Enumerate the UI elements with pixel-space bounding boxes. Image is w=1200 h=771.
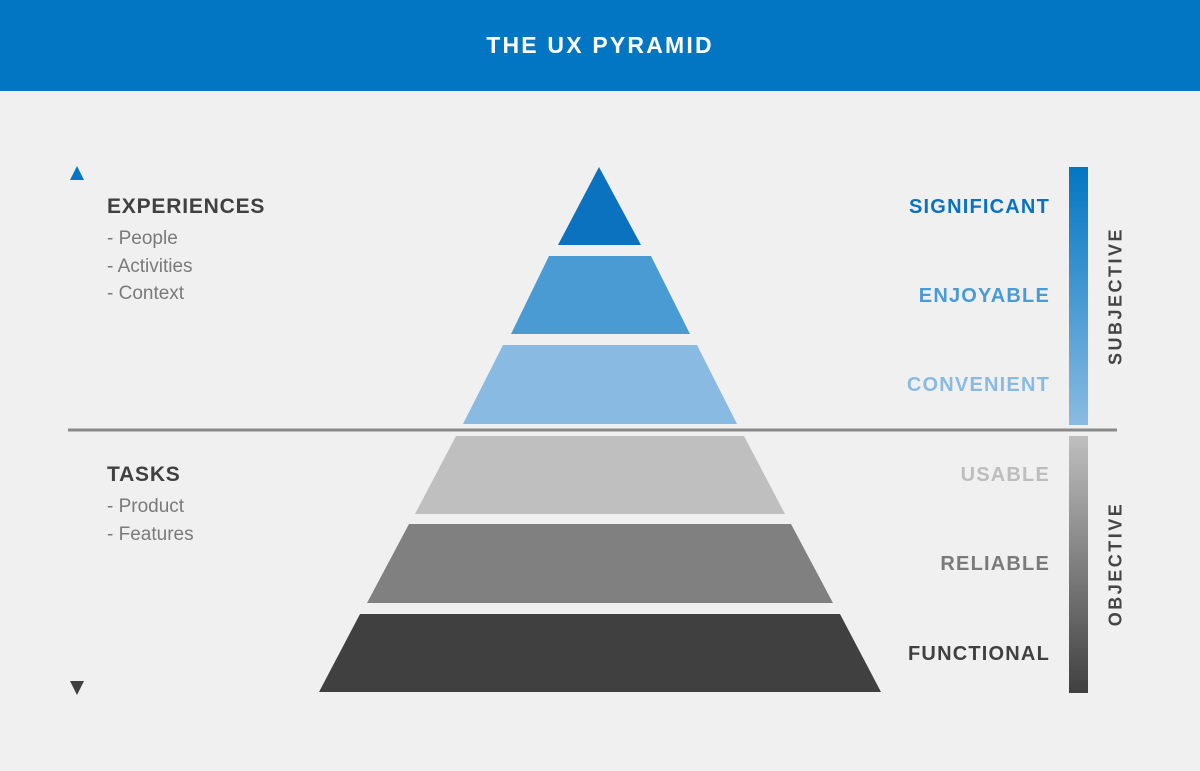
tasks-title: TASKS <box>107 463 181 486</box>
header-bar: THE UX PYRAMID <box>0 0 1200 91</box>
pyramid-level-functional <box>319 614 881 692</box>
tasks-item-product: Product <box>107 493 194 521</box>
level-label-usable: USABLE <box>960 464 1050 486</box>
experiences-title: EXPERIENCES <box>107 195 266 218</box>
experiences-item-people: People <box>107 225 265 253</box>
level-label-significant: SIGNIFICANT <box>909 196 1050 218</box>
axis-label-subjective: SUBJECTIVE <box>1105 226 1126 366</box>
level-label-functional: FUNCTIONAL <box>908 643 1050 665</box>
experiences-item-activities: Activities <box>107 253 265 281</box>
tasks-item-features: Features <box>107 521 194 549</box>
pyramid-level-significant <box>558 167 641 245</box>
page-title: THE UX PYRAMID <box>486 32 714 58</box>
axis-label-objective: OBJECTIVE <box>1105 501 1126 627</box>
experiences-list: People Activities Context <box>107 225 265 308</box>
experiences-item-context: Context <box>107 280 265 308</box>
tasks-group: TASKS Product Features <box>107 463 194 548</box>
pyramid-level-convenient <box>463 345 737 424</box>
pyramid-level-reliable <box>367 524 833 603</box>
tasks-down-arrow <box>70 436 84 695</box>
objective-scale-bar <box>1069 436 1088 693</box>
pyramid-level-enjoyable <box>511 256 690 334</box>
pyramid-level-usable <box>415 436 785 514</box>
level-label-reliable: RELIABLE <box>940 553 1050 575</box>
level-label-convenient: CONVENIENT <box>906 374 1050 396</box>
level-label-enjoyable: ENJOYABLE <box>918 285 1050 307</box>
experiences-up-arrow <box>70 166 84 425</box>
experiences-group: EXPERIENCES People Activities Context <box>107 195 265 308</box>
subjective-scale-bar <box>1069 167 1088 425</box>
tasks-list: Product Features <box>107 493 194 548</box>
